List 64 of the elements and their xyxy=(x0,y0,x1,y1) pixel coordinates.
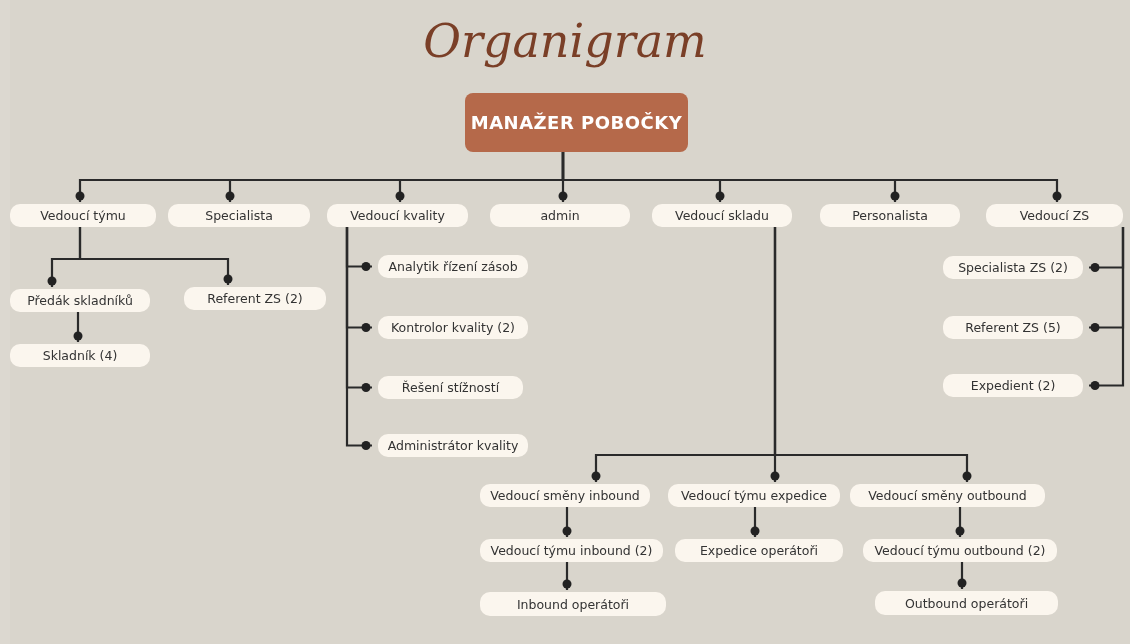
role-title: Vedoucí kvality xyxy=(350,208,445,223)
connector-line xyxy=(561,152,1062,202)
role-box xyxy=(378,255,528,278)
role-box xyxy=(378,376,523,399)
connector-line xyxy=(750,507,760,537)
connector-line xyxy=(1089,227,1125,390)
head-role-box xyxy=(465,93,688,152)
role-box xyxy=(480,592,666,616)
role-box xyxy=(378,316,528,339)
role-title: Expedice operátoři xyxy=(699,543,819,558)
role-title: MANAŽER POBOČKY xyxy=(470,112,683,133)
connector-line xyxy=(562,507,572,537)
role-title: Vedoucí týmu outbound (2) xyxy=(874,543,1046,558)
role-box xyxy=(943,374,1083,397)
role-box xyxy=(184,287,326,310)
role-box xyxy=(168,204,310,227)
title: Organigram xyxy=(423,14,707,68)
role-title: Specialista xyxy=(205,208,273,223)
role-title: Předák skladníků xyxy=(27,293,133,308)
role-box xyxy=(675,539,843,562)
role-title: Řešení stížností xyxy=(401,380,500,395)
connector-line xyxy=(73,312,83,342)
role-box xyxy=(480,484,650,507)
role-title: Vedoucí týmu expedice xyxy=(681,488,827,503)
role-title: Outbound operátoři xyxy=(904,595,1029,611)
role-box xyxy=(480,539,663,562)
role-box xyxy=(820,204,960,227)
role-title: Vedoucí směny inbound xyxy=(490,488,640,503)
role-box xyxy=(875,591,1058,615)
role-box xyxy=(943,256,1083,279)
role-box xyxy=(863,539,1057,562)
role-title: Administrátor kvality xyxy=(387,438,519,453)
role-box xyxy=(327,204,468,227)
role-box xyxy=(850,484,1045,507)
role-title: Expedient (2) xyxy=(970,378,1056,393)
role-box xyxy=(986,204,1123,227)
role-box xyxy=(378,434,528,457)
role-title: admin xyxy=(540,208,580,223)
role-title: Kontrolor kvality (2) xyxy=(391,320,515,335)
role-box xyxy=(668,484,840,507)
connector-line xyxy=(957,562,967,589)
connector-line xyxy=(773,227,972,482)
role-title: Referent ZS (2) xyxy=(207,291,303,306)
role-box xyxy=(943,316,1083,339)
role-title: Vedoucí týmu xyxy=(40,208,126,223)
role-box xyxy=(10,204,156,227)
role-title: Inbound operátoři xyxy=(516,596,630,612)
role-box xyxy=(490,204,630,227)
role-title: Personalista xyxy=(852,208,928,223)
role-title: Skladník (4) xyxy=(42,348,118,363)
role-title: Vedoucí směny outbound xyxy=(868,488,1027,503)
connector-line xyxy=(955,507,965,537)
role-title: Analytik řízení zásob xyxy=(388,259,518,274)
role-title: Vedoucí ZS xyxy=(1019,208,1090,223)
role-title: Vedoucí skladu xyxy=(675,208,769,223)
connector-line xyxy=(562,562,572,590)
role-title: Referent ZS (5) xyxy=(965,320,1061,335)
connector-line xyxy=(78,227,233,285)
role-box xyxy=(652,204,792,227)
role-title: Specialista ZS (2) xyxy=(958,260,1068,275)
connector-line xyxy=(345,227,372,450)
role-title: Vedoucí týmu inbound (2) xyxy=(490,543,653,558)
role-box xyxy=(10,344,150,367)
role-box xyxy=(10,289,150,312)
